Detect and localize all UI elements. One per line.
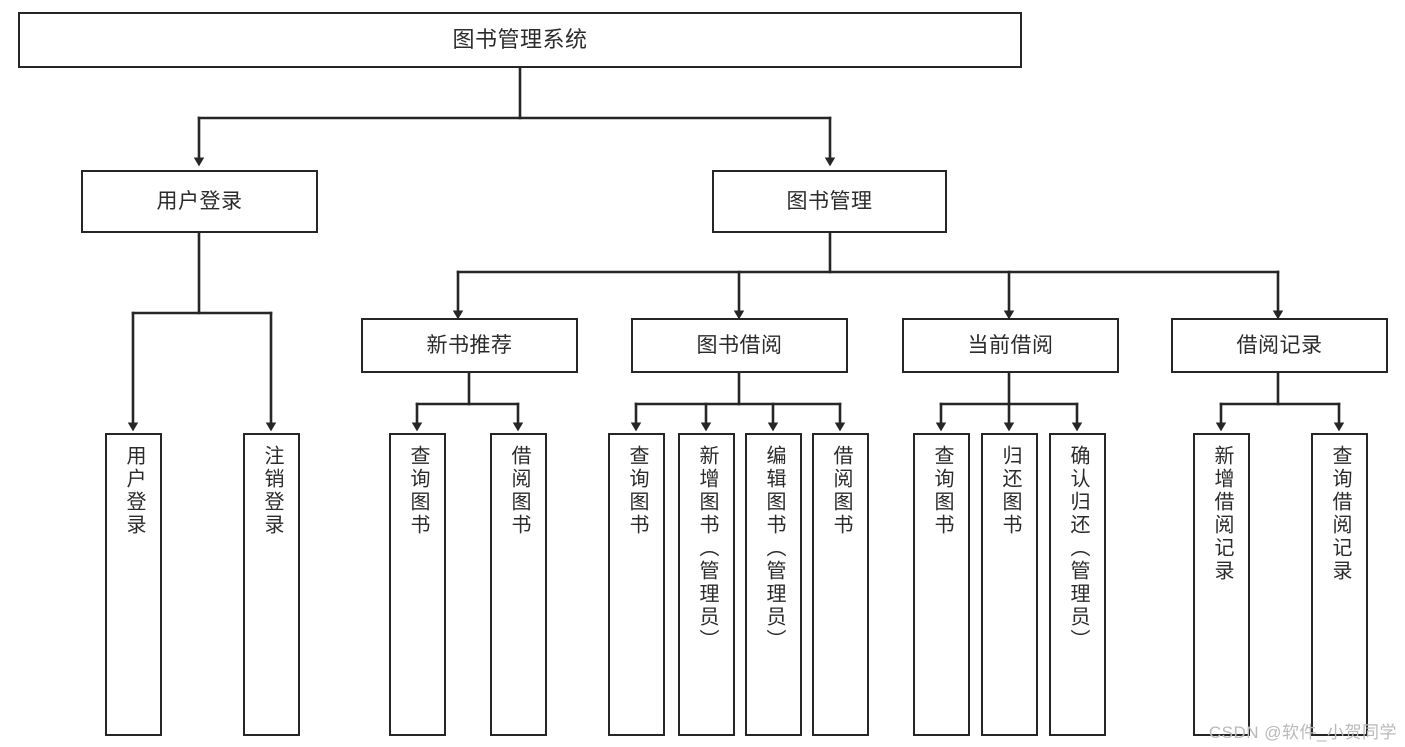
node-label: 查询图书 [407, 445, 429, 537]
node-leaf-query-book-3[interactable]: 查询图书 [913, 433, 970, 736]
node-label: 新增图书（管理员） [696, 445, 718, 652]
node-borrow-record[interactable]: 借阅记录 [1171, 318, 1388, 373]
node-leaf-logout-login[interactable]: 注销登录 [243, 433, 300, 736]
node-label: 借阅图书 [508, 445, 530, 537]
node-leaf-confirm-return[interactable]: 确认归还（管理员） [1049, 433, 1106, 736]
node-book-borrow[interactable]: 图书借阅 [631, 318, 848, 373]
node-book-management[interactable]: 图书管理 [712, 170, 947, 233]
node-label: 当前借阅 [967, 333, 1054, 357]
node-label: 注销登录 [261, 445, 283, 537]
node-leaf-edit-book[interactable]: 编辑图书（管理员） [745, 433, 802, 736]
node-leaf-user-login[interactable]: 用户登录 [105, 433, 162, 736]
node-leaf-borrow-book-2[interactable]: 借阅图书 [812, 433, 869, 736]
node-label: 借阅记录 [1236, 333, 1323, 357]
node-label: 图书借阅 [696, 333, 783, 357]
node-label: 查询图书 [626, 445, 648, 537]
node-label: 用户登录 [123, 445, 145, 537]
node-label: 图书管理系统 [452, 27, 588, 53]
node-user-login[interactable]: 用户登录 [81, 170, 318, 233]
node-label: 归还图书 [999, 445, 1021, 537]
node-label: 确认归还（管理员） [1067, 445, 1089, 652]
node-leaf-query-book-1[interactable]: 查询图书 [389, 433, 446, 736]
csdn-watermark: CSDN @软件_小贺同学 [1208, 723, 1397, 742]
node-label: 查询借阅记录 [1329, 445, 1351, 583]
node-label: 图书管理 [786, 189, 873, 213]
node-leaf-query-borrow-record[interactable]: 查询借阅记录 [1311, 433, 1368, 736]
node-leaf-return-book[interactable]: 归还图书 [981, 433, 1038, 736]
node-leaf-query-book-2[interactable]: 查询图书 [608, 433, 665, 736]
node-leaf-add-borrow-record[interactable]: 新增借阅记录 [1193, 433, 1250, 736]
node-root-book-management-system[interactable]: 图书管理系统 [18, 12, 1022, 68]
node-label: 查询图书 [931, 445, 953, 537]
node-label: 新书推荐 [426, 333, 513, 357]
node-new-book-recommend[interactable]: 新书推荐 [361, 318, 578, 373]
node-current-borrow[interactable]: 当前借阅 [902, 318, 1119, 373]
node-label: 用户登录 [156, 189, 243, 213]
node-leaf-add-book[interactable]: 新增图书（管理员） [678, 433, 735, 736]
node-label: 编辑图书（管理员） [763, 445, 785, 652]
node-label: 新增借阅记录 [1211, 445, 1233, 583]
node-leaf-borrow-book-1[interactable]: 借阅图书 [490, 433, 547, 736]
node-label: 借阅图书 [830, 445, 852, 537]
